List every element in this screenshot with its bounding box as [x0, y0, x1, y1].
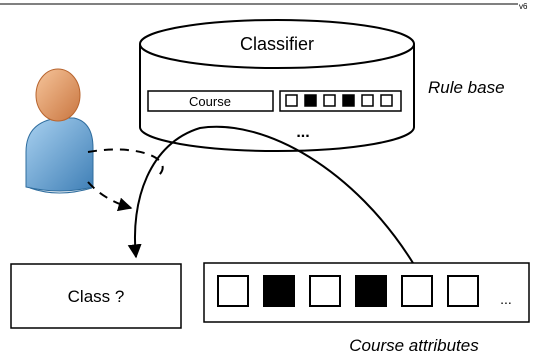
- class-box-label: Class ?: [68, 287, 125, 306]
- attribute-cell-3-empty: [309, 275, 341, 307]
- attribute-cell-4-filled: [355, 275, 387, 307]
- rule-label: Course: [189, 94, 231, 109]
- classifier-title: Classifier: [240, 34, 314, 54]
- rule-cell-2-filled: [304, 94, 317, 107]
- attribute-cell-6-empty: [447, 275, 479, 307]
- attribute-cell-2-filled: [263, 275, 295, 307]
- classification-arrow: [127, 125, 414, 264]
- classifier-cylinder: Classifier Course ...: [139, 19, 415, 152]
- class-box: [10, 263, 182, 329]
- user-to-class-dashed-arrow: [87, 181, 133, 212]
- attribute-cell-5-empty: [401, 275, 433, 307]
- course-attributes-label: Course attributes: [349, 336, 479, 355]
- rule-cell-5-empty: [361, 94, 374, 107]
- course-attribute-cells: [217, 275, 479, 307]
- rule-cell-4-filled: [342, 94, 355, 107]
- course-attributes-more: ...: [500, 291, 512, 307]
- rule-more: ...: [296, 124, 309, 141]
- header-fragment: v6: [519, 2, 528, 11]
- rule-label-box: [147, 90, 274, 112]
- rule-cell-1-empty: [285, 94, 298, 107]
- attribute-cell-1-empty: [217, 275, 249, 307]
- rule-base-label: Rule base: [428, 78, 505, 97]
- rule-pattern-cells: [285, 94, 393, 107]
- query-dashed-path: [87, 148, 164, 177]
- rule-cell-6-empty: [380, 94, 393, 107]
- user-icon: [25, 68, 94, 194]
- rule-cell-3-empty: [323, 94, 336, 107]
